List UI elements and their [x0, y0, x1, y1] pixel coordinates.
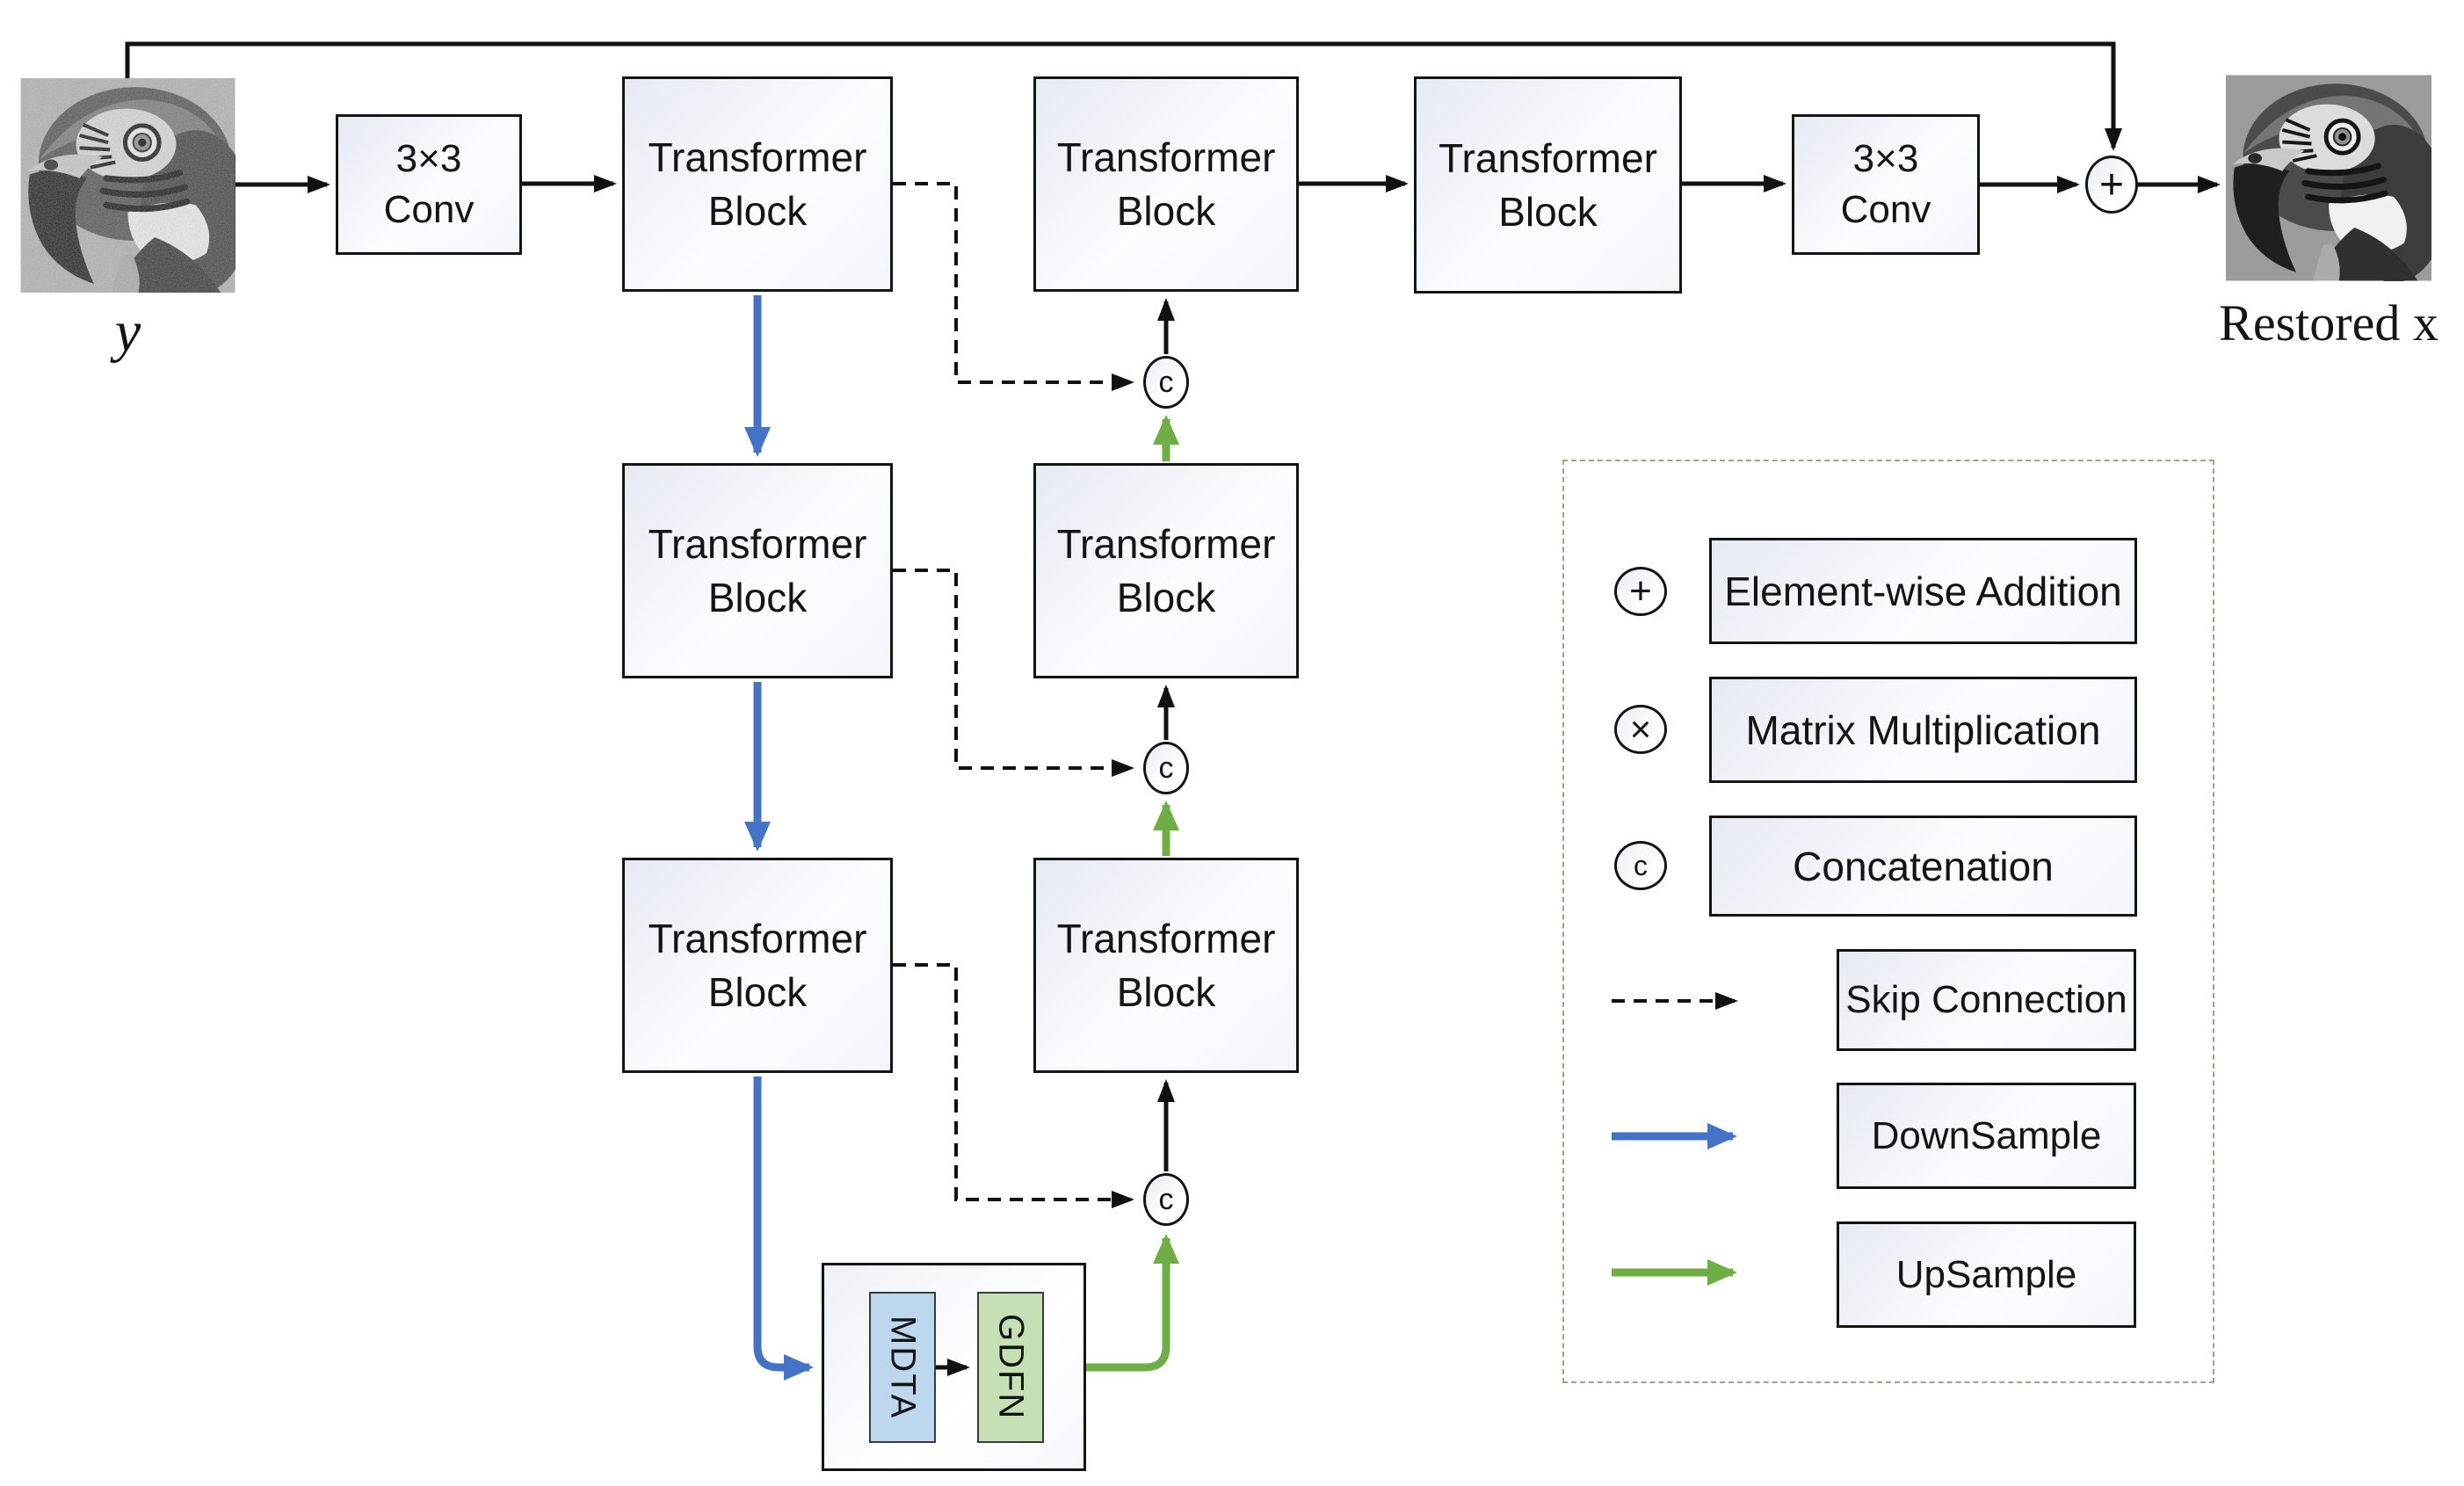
legend-item-skip-connection: Skip Connection — [1837, 949, 2136, 1051]
transformer-block-encoder-1: Transformer Block — [622, 76, 893, 292]
transformer-label-line1: Transformer — [1056, 520, 1276, 567]
transformer-block-encoder-3: Transformer Block — [622, 858, 893, 1073]
transformer-block-refinement: Transformer Block — [1414, 76, 1682, 294]
conv-label-line1: 3×3 — [395, 136, 462, 180]
legend-item-concatenation: Concatenation — [1709, 815, 2137, 917]
conv-block-input: 3×3 Conv — [336, 114, 522, 255]
input-label: y — [114, 300, 141, 364]
gdfn-block: GDFN — [977, 1292, 1044, 1443]
noisy-parrot-illustration — [20, 78, 236, 293]
transformer-label-line1: Transformer — [648, 520, 867, 567]
restored-output-image — [2226, 75, 2431, 281]
legend-item-addition: Element-wise Addition — [1709, 538, 2137, 644]
concat-icon-2: c — [1143, 742, 1189, 794]
legend-item-upsample: UpSample — [1837, 1221, 2136, 1328]
noisy-input-image — [20, 78, 236, 293]
legend-concat-icon: c — [1614, 841, 1667, 890]
transformer-label-line2: Block — [1116, 187, 1216, 234]
transformer-label-line2: Block — [707, 187, 808, 234]
legend-item-downsample: DownSample — [1837, 1083, 2136, 1189]
skip-connection-path-1 — [893, 182, 1134, 391]
legend-plus-icon: + — [1614, 567, 1667, 616]
transformer-label-line2: Block — [707, 574, 808, 620]
transformer-label-line2: Block — [1116, 574, 1216, 620]
output-label: Restored x — [2219, 294, 2439, 352]
skip-connection-path-3 — [893, 963, 1134, 1208]
transformer-label-line1: Transformer — [1056, 915, 1276, 961]
legend-item-multiplication: Matrix Multiplication — [1709, 677, 2137, 783]
concat-icon-3: c — [1143, 1173, 1189, 1226]
conv-label-line2: Conv — [383, 188, 475, 231]
skip-connection-path-2 — [893, 569, 1134, 777]
conv-block-output: 3×3 Conv — [1792, 114, 1980, 255]
transformer-block-encoder-2: Transformer Block — [622, 463, 893, 678]
transformer-label-line2: Block — [1498, 188, 1598, 235]
legend-multiply-icon: × — [1614, 705, 1667, 754]
transformer-label-line2: Block — [1116, 968, 1216, 1015]
transformer-label-line1: Transformer — [648, 915, 867, 961]
transformer-label-line1: Transformer — [1439, 134, 1657, 181]
mdta-block: MDTA — [869, 1292, 936, 1443]
transformer-label-line2: Block — [707, 968, 808, 1015]
concat-icon-1: c — [1143, 356, 1189, 409]
transformer-block-decoder-1: Transformer Block — [1033, 76, 1299, 292]
global-skip-line — [125, 41, 2122, 151]
conv-label-line2: Conv — [1840, 188, 1931, 231]
transformer-label-line1: Transformer — [648, 134, 867, 180]
upsample-arrow-3 — [1086, 1234, 1179, 1372]
transformer-block-decoder-3: Transformer Block — [1033, 858, 1299, 1073]
transformer-block-decoder-2: Transformer Block — [1033, 463, 1299, 678]
conv-label-line1: 3×3 — [1852, 136, 1919, 180]
downsample-arrow-3 — [753, 1076, 814, 1381]
transformer-label-line1: Transformer — [1056, 134, 1276, 180]
plus-icon: + — [2085, 156, 2138, 214]
restored-parrot-illustration — [2226, 75, 2431, 281]
